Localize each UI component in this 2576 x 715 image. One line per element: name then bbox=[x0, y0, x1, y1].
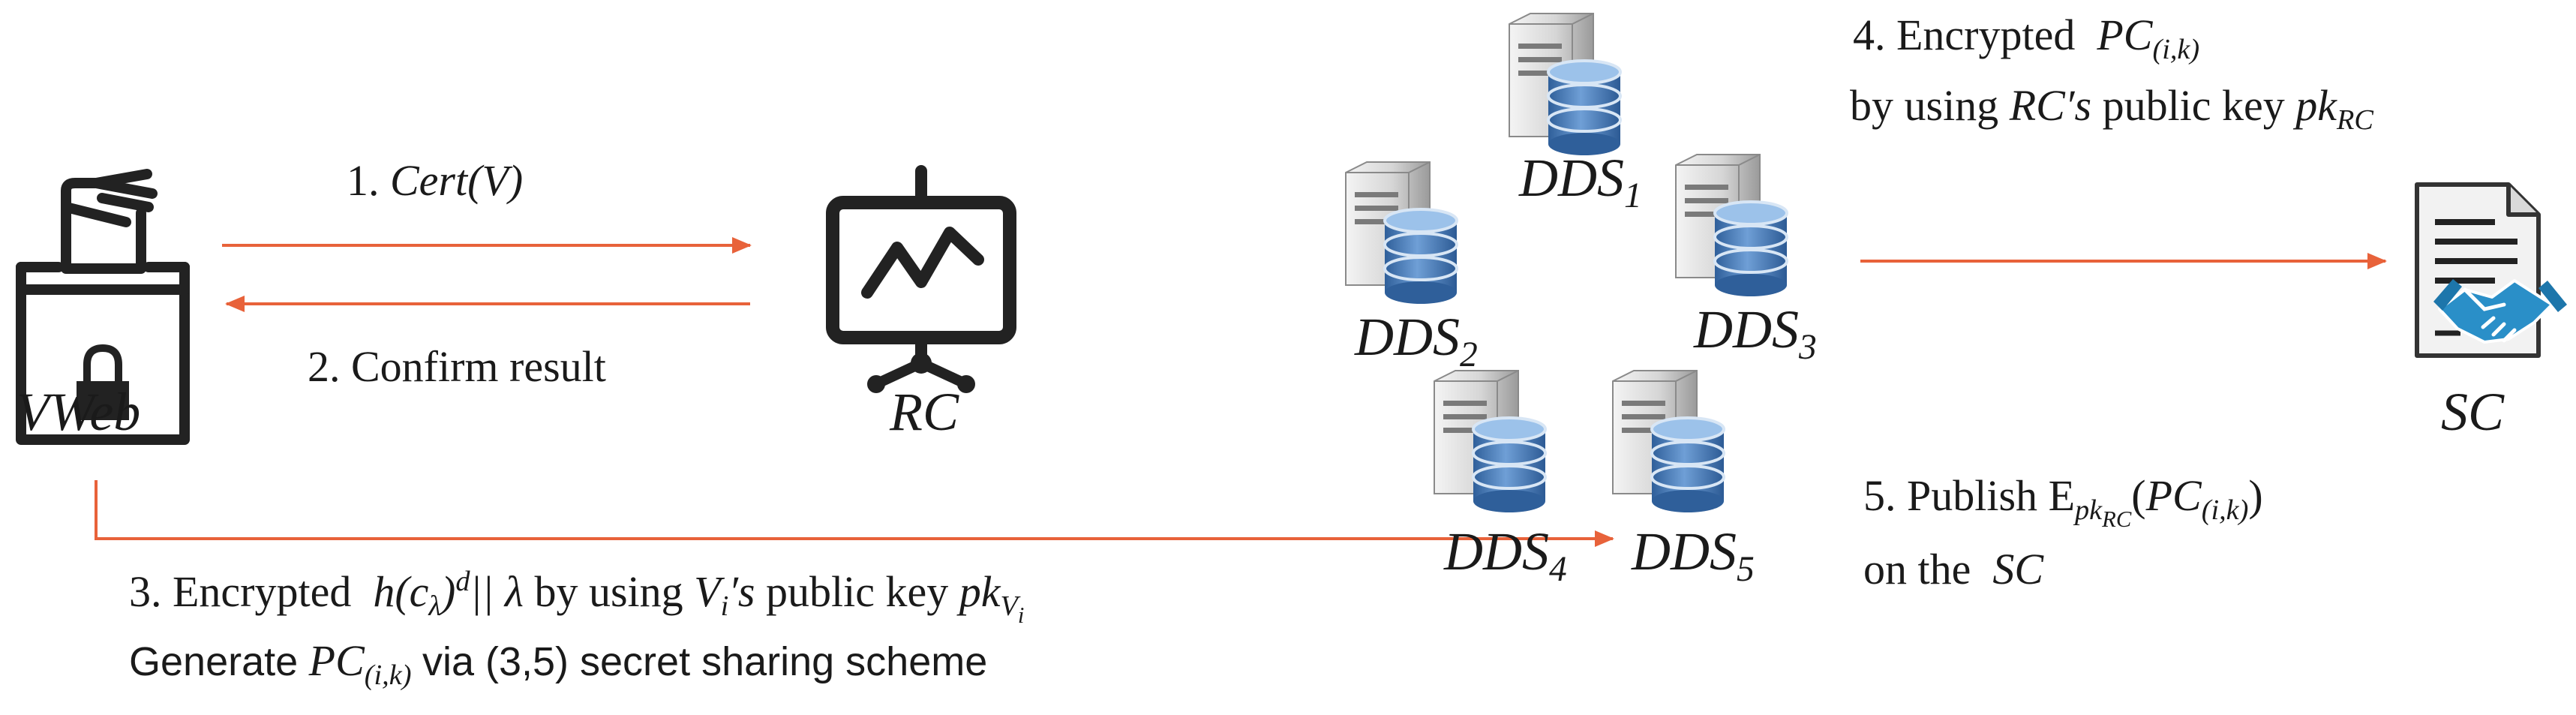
arrow-step3 bbox=[95, 480, 1614, 547]
step5-line2-label: on the SC bbox=[1863, 545, 2044, 593]
dds3-server-icon bbox=[1674, 153, 1788, 298]
step5-label: 5. Publish EpkRC(PC(i,k)) bbox=[1863, 471, 2263, 533]
step1-label: 1. Cert(V) bbox=[347, 156, 524, 205]
dds3-label: DDS3 bbox=[1694, 299, 1817, 368]
sc-label: SC bbox=[2441, 382, 2505, 442]
dds2-server-icon bbox=[1344, 161, 1458, 305]
dds4-server-icon bbox=[1433, 369, 1547, 514]
step2-label: 2. Confirm result bbox=[308, 342, 606, 391]
dds2-label: DDS2 bbox=[1355, 307, 1478, 375]
contract-handshake-icon bbox=[2415, 182, 2567, 358]
dds5-label: DDS5 bbox=[1632, 521, 1755, 590]
dds4-label: DDS4 bbox=[1444, 521, 1567, 590]
dds1-server-icon bbox=[1508, 12, 1622, 157]
step3-label: 3. Encrypted h(cλ)d|| λ by using Vi′s pu… bbox=[129, 565, 1025, 629]
dds5-server-icon bbox=[1611, 369, 1725, 514]
ballot-box-icon bbox=[16, 169, 190, 445]
rc-label: RC bbox=[890, 382, 959, 442]
step3-generate-label: Generate PC(i,k) via (3,5) secret sharin… bbox=[129, 636, 988, 692]
step4-line2-label: by using RC′s public key pkRC bbox=[1850, 81, 2373, 137]
step4-label: 4. Encrypted PC(i,k) bbox=[1853, 11, 2200, 66]
dds1-label: DDS1 bbox=[1519, 148, 1642, 216]
vweb-label: VWeb bbox=[17, 382, 141, 442]
presentation-chart-icon bbox=[826, 165, 1016, 393]
